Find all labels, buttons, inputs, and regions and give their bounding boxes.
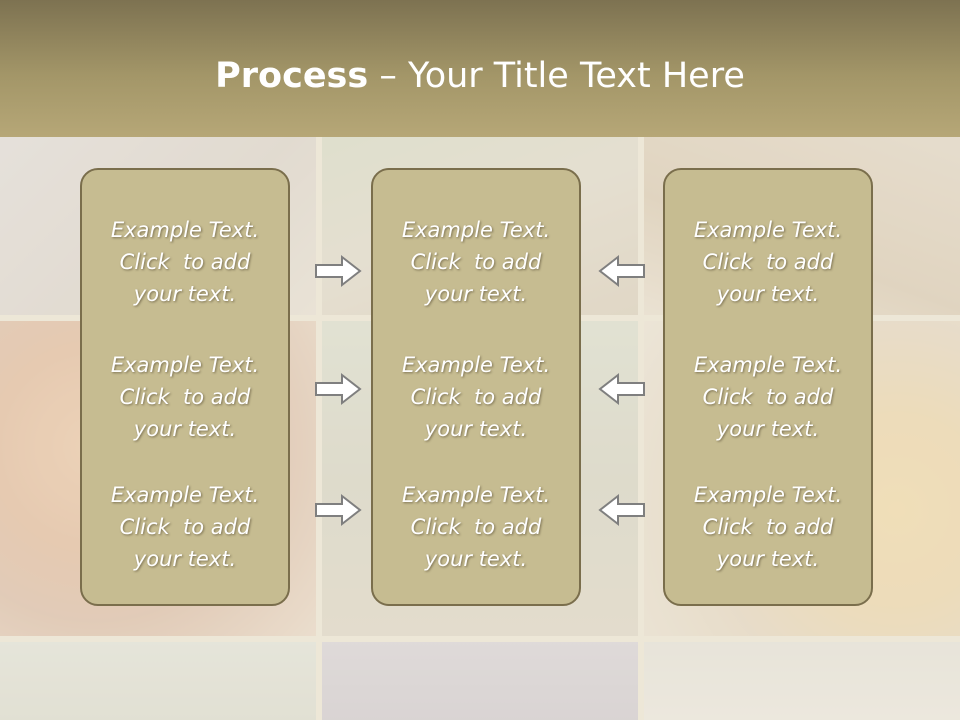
- process-box-right[interactable]: Example Text. Click to add your text. Ex…: [663, 168, 873, 606]
- text-line: your text.: [424, 547, 528, 571]
- text-line: your text.: [716, 547, 820, 571]
- text-line: your text.: [133, 417, 237, 441]
- text-line: Example Text.: [693, 483, 843, 507]
- placeholder-text[interactable]: Example Text. Click to add your text.: [665, 214, 871, 310]
- placeholder-text[interactable]: Example Text. Click to add your text.: [82, 214, 288, 310]
- arrow-left-icon[interactable]: [598, 372, 646, 406]
- title-bar: Process – Your Title Text Here: [0, 0, 960, 137]
- placeholder-text[interactable]: Example Text. Click to add your text.: [373, 349, 579, 445]
- arrow-left-icon[interactable]: [598, 493, 646, 527]
- text-line: Example Text.: [693, 218, 843, 242]
- text-line: your text.: [424, 282, 528, 306]
- arrow-right-icon[interactable]: [314, 372, 362, 406]
- text-line: Click to add: [119, 250, 251, 274]
- arrow-left-icon[interactable]: [598, 254, 646, 288]
- placeholder-text[interactable]: Example Text. Click to add your text.: [82, 479, 288, 575]
- placeholder-text[interactable]: Example Text. Click to add your text.: [665, 349, 871, 445]
- text-line: Click to add: [410, 515, 542, 539]
- title-bold-part: Process: [215, 56, 369, 96]
- placeholder-text[interactable]: Example Text. Click to add your text.: [82, 349, 288, 445]
- text-line: your text.: [133, 282, 237, 306]
- arrow-right-icon[interactable]: [314, 254, 362, 288]
- text-line: Example Text.: [693, 353, 843, 377]
- process-box-middle[interactable]: Example Text. Click to add your text. Ex…: [371, 168, 581, 606]
- text-line: your text.: [716, 417, 820, 441]
- text-line: Click to add: [702, 515, 834, 539]
- text-line: your text.: [716, 282, 820, 306]
- text-line: Click to add: [410, 250, 542, 274]
- text-line: Example Text.: [110, 218, 260, 242]
- text-line: Click to add: [702, 385, 834, 409]
- placeholder-text[interactable]: Example Text. Click to add your text.: [373, 479, 579, 575]
- text-line: your text.: [424, 417, 528, 441]
- text-line: Example Text.: [401, 353, 551, 377]
- text-line: Click to add: [119, 385, 251, 409]
- process-box-left[interactable]: Example Text. Click to add your text. Ex…: [80, 168, 290, 606]
- text-line: Click to add: [119, 515, 251, 539]
- text-line: your text.: [133, 547, 237, 571]
- placeholder-text[interactable]: Example Text. Click to add your text.: [373, 214, 579, 310]
- title-rest-part: – Your Title Text Here: [368, 56, 745, 96]
- slide-title[interactable]: Process – Your Title Text Here: [0, 54, 960, 98]
- text-line: Click to add: [702, 250, 834, 274]
- text-line: Example Text.: [110, 483, 260, 507]
- arrow-right-icon[interactable]: [314, 493, 362, 527]
- text-line: Click to add: [410, 385, 542, 409]
- placeholder-text[interactable]: Example Text. Click to add your text.: [665, 479, 871, 575]
- text-line: Example Text.: [401, 218, 551, 242]
- text-line: Example Text.: [401, 483, 551, 507]
- text-line: Example Text.: [110, 353, 260, 377]
